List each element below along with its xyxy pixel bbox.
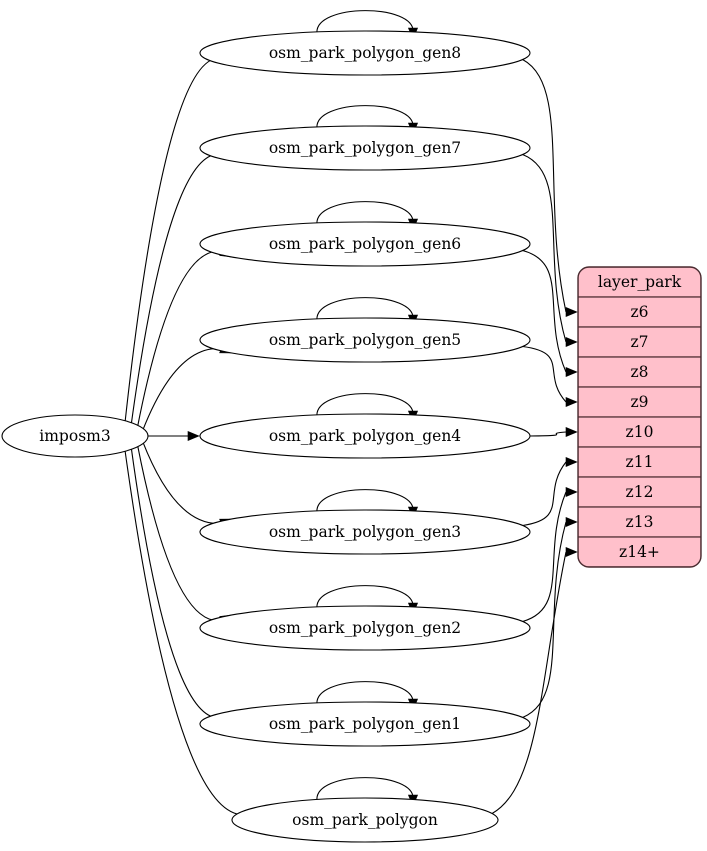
node-gen7-label: osm_park_polygon_gen7 [269, 139, 461, 157]
layer-park-row-label: z6 [630, 303, 648, 321]
layer-park-row-cell[interactable] [578, 356, 701, 388]
edge-gen3-to-z11 [522, 461, 567, 527]
edge-imposm3-to-gen3 [141, 440, 222, 525]
layer-park-header-label: layer_park [598, 273, 682, 291]
edge-imposm3-to-gen1 [130, 447, 223, 719]
node-gen1-shape[interactable] [199, 701, 531, 747]
self-loop-gen2 [316, 585, 414, 610]
layer-park-row-label: z12 [626, 483, 654, 501]
layer-park-row-label: z10 [626, 423, 654, 441]
arrowhead-gen2-to-z12 [565, 486, 578, 498]
node-gen2-shape[interactable] [199, 605, 531, 651]
node-gen6-label: osm_park_polygon_gen6 [269, 235, 461, 253]
node-gen6-shape[interactable] [199, 221, 531, 267]
node-gen7-shape[interactable] [199, 125, 531, 171]
layer-park-table[interactable]: layer_park z6 z7 z8 z9 z10 z11 z12 z13 z14+ [577, 266, 702, 568]
node-gen7[interactable]: osm_park_polygon_gen7 [199, 125, 531, 171]
self-loop-base [316, 777, 414, 802]
node-gen3-label: osm_park_polygon_gen3 [269, 523, 461, 541]
arrowhead-gen1-to-z13 [565, 516, 578, 528]
node-imposm3[interactable]: imposm3 [1, 414, 149, 458]
node-imposm3-shape[interactable] [1, 414, 149, 458]
node-gen5[interactable]: osm_park_polygon_gen5 [199, 317, 531, 363]
layer-park-row-label: z14+ [619, 543, 660, 561]
edge-imposm3-to-gen7 [130, 153, 223, 425]
edge-imposm3-to-base [124, 450, 250, 816]
self-loop-gen1 [316, 681, 414, 706]
node-base-label: osm_park_polygon [292, 811, 438, 829]
layer-park-row-label: z8 [630, 363, 648, 381]
edge-gen8-to-z6 [522, 59, 567, 313]
node-gen2-label: osm_park_polygon_gen2 [269, 619, 461, 637]
arrowhead-gen8-to-z6 [565, 306, 578, 318]
node-gen5-shape[interactable] [199, 317, 531, 363]
self-loop-gen6 [316, 201, 414, 226]
node-gen3-shape[interactable] [199, 509, 531, 555]
node-imposm3-label: imposm3 [39, 427, 110, 445]
edge-gen4-to-z10 [529, 431, 567, 437]
node-gen1-label: osm_park_polygon_gen1 [269, 715, 461, 733]
layer-park-outline [577, 266, 702, 568]
layer-park-row-cell[interactable] [578, 416, 701, 448]
node-gen6[interactable]: osm_park_polygon_gen6 [199, 221, 531, 267]
node-layer: imposm3 osm_park_polygon_gen8 osm_park_pol… [1, 30, 531, 843]
layer-park-row-cell[interactable] [578, 326, 701, 358]
node-base-shape[interactable] [231, 797, 499, 843]
layer-park-row-label: z7 [630, 333, 648, 351]
layer-park-row-cell[interactable] [578, 536, 701, 567]
edge-gen2-to-z12 [522, 491, 567, 623]
arrowhead-base-to-z14+ [565, 546, 578, 558]
node-base[interactable]: osm_park_polygon [231, 797, 499, 843]
arrowhead-imposm3-to-gen4 [187, 430, 200, 442]
layer-park-row-cell[interactable] [578, 296, 701, 328]
node-gen4-label: osm_park_polygon_gen4 [269, 427, 461, 445]
self-loop-gen4 [316, 393, 414, 418]
arrowhead-gen6-to-z8 [565, 366, 578, 378]
arrowhead-gen3-to-z11 [565, 456, 578, 468]
node-gen8-label: osm_park_polygon_gen8 [269, 44, 461, 62]
layer-park-row-label: z11 [626, 453, 654, 471]
node-gen3[interactable]: osm_park_polygon_gen3 [199, 509, 531, 555]
self-loop-gen3 [316, 489, 414, 514]
edge-gen1-to-z13 [522, 521, 567, 719]
self-loop-gen7 [316, 105, 414, 130]
layer-park-row-label: z13 [626, 513, 654, 531]
arrowhead-gen7-to-z7 [565, 336, 578, 348]
arrowhead-gen4-to-z10 [565, 426, 578, 438]
node-gen2[interactable]: osm_park_polygon_gen2 [199, 605, 531, 651]
layer-park-row-cell[interactable] [578, 386, 701, 418]
node-gen8-shape[interactable] [199, 30, 531, 76]
layer-park-row-cell[interactable] [578, 476, 701, 508]
node-gen4-shape[interactable] [199, 413, 531, 459]
edge-base-to-z14+ [491, 551, 567, 814]
node-gen1[interactable]: osm_park_polygon_gen1 [199, 701, 531, 747]
arrowhead-gen5-to-z9 [565, 396, 578, 408]
edge-gen5-to-z9 [522, 345, 567, 403]
node-gen5-label: osm_park_polygon_gen5 [269, 331, 461, 349]
self-loop-gen8 [316, 10, 414, 35]
layer-park-rows: layer_park z6 z7 z8 z9 z10 z11 z12 z13 z14+ [578, 267, 701, 567]
node-gen4[interactable]: osm_park_polygon_gen4 [199, 413, 531, 459]
self-loop-gen5 [316, 297, 414, 322]
edge-gen7-to-z7 [522, 153, 567, 343]
edge-gen6-to-z8 [522, 249, 567, 373]
edge-imposm3-to-gen5 [141, 347, 222, 432]
node-gen8[interactable]: osm_park_polygon_gen8 [199, 30, 531, 76]
layer-park-row-label: z9 [630, 393, 648, 411]
